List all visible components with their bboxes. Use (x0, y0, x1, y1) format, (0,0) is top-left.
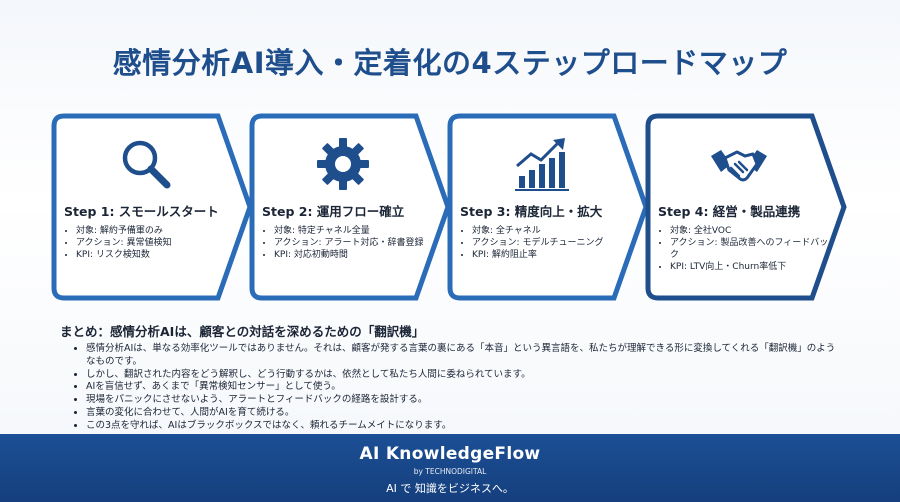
list-item: この3点を守れば、AIはブラックボックスではなく、頼れるチームメイトになります。 (86, 420, 840, 433)
summary-title: まとめ：感情分析AIは、顧客との対話を深めるための「翻訳機」 (60, 324, 425, 339)
step-4-bullets: 対象: 全社VOC アクション: 製品改善へのフィードバック KPI: LTV向… (658, 225, 830, 273)
step-2-arrow-shape (249, 113, 451, 301)
magnifier-icon (50, 134, 240, 194)
list-item: アクション: アラート対応・辞書登録 (274, 237, 434, 249)
brand-tagline: AI で 知識をビジネスへ。 (386, 482, 514, 495)
list-item: 対象: 全チャネル (472, 225, 632, 237)
summary-bullets: 感情分析AIは、単なる効率化ツールではありません。それは、顧客が発する言葉の裏に… (60, 343, 840, 433)
list-item: 現場をパニックにさせないよう、アラートとフィードバックの経路を設計する。 (86, 394, 840, 407)
step-card-3: Step 3: 精度向上・拡大 対象: 全チャネル アクション: モデルチューニ… (446, 112, 649, 302)
list-item: アクション: モデルチューニング (472, 237, 632, 249)
handshake-icon (644, 134, 834, 194)
list-item: KPI: 解約阻止率 (472, 249, 632, 261)
step-card-2: Step 2: 運用フロー確立 対象: 特定チャネル全量 アクション: アラート… (248, 112, 451, 302)
step-1-bullets: 対象: 解約予備軍のみ アクション: 異常値検知 KPI: リスク検知数 (64, 225, 236, 261)
brand-logo-text: AI KnowledgeFlow (359, 444, 541, 464)
gear-icon (248, 134, 438, 194)
list-item: 対象: 解約予備軍のみ (76, 225, 236, 237)
list-item: AIを盲信せず、あくまで「異常検知センサー」として使う。 (86, 381, 840, 394)
list-item: KPI: LTV向上・Churn率低下 (670, 261, 830, 273)
step-3-title: Step 3: 精度向上・拡大 (460, 204, 603, 219)
step-4-title: Step 4: 経営・製品連携 (658, 204, 801, 219)
list-item: 感情分析AIは、単なる効率化ツールではありません。それは、顧客が発する言葉の裏に… (86, 343, 840, 369)
roadmap-steps: Step 1: スモールスタート 対象: 解約予備軍のみ アクション: 異常値検… (0, 112, 900, 307)
brand-byline: by TECHNODIGITAL (413, 467, 487, 476)
step-card-4: Step 4: 経営・製品連携 対象: 全社VOC アクション: 製品改善へのフ… (644, 112, 847, 302)
page-title: 感情分析AI導入・定着化の4ステップロードマップ (112, 46, 788, 80)
growth-chart-icon (446, 134, 636, 194)
list-item: しかし、翻訳された内容をどう解釈し、どう行動するかは、依然として私たち人間に委ね… (86, 369, 840, 382)
list-item: アクション: 製品改善へのフィードバック (670, 237, 830, 261)
step-1-arrow-shape (51, 113, 253, 301)
step-1-title: Step 1: スモールスタート (64, 204, 219, 219)
step-card-1: Step 1: スモールスタート 対象: 解約予備軍のみ アクション: 異常値検… (50, 112, 253, 302)
list-item: KPI: リスク検知数 (76, 249, 236, 261)
list-item: アクション: 異常値検知 (76, 237, 236, 249)
list-item: 対象: 全社VOC (670, 225, 830, 237)
footer-banner: AI KnowledgeFlow by TECHNODIGITAL AI で 知… (0, 434, 900, 502)
step-2-bullets: 対象: 特定チャネル全量 アクション: アラート対応・辞書登録 KPI: 対応初… (262, 225, 434, 261)
list-item: 言葉の変化に合わせて、人間がAIを育て続ける。 (86, 407, 840, 420)
step-3-arrow-shape (447, 113, 649, 301)
summary-section: まとめ：感情分析AIは、顧客との対話を深めるための「翻訳機」 感情分析AIは、単… (60, 321, 840, 433)
list-item: 対象: 特定チャネル全量 (274, 225, 434, 237)
step-2-title: Step 2: 運用フロー確立 (262, 204, 405, 219)
step-4-arrow-shape (645, 113, 847, 301)
list-item: KPI: 対応初動時間 (274, 249, 434, 261)
step-3-bullets: 対象: 全チャネル アクション: モデルチューニング KPI: 解約阻止率 (460, 225, 632, 261)
